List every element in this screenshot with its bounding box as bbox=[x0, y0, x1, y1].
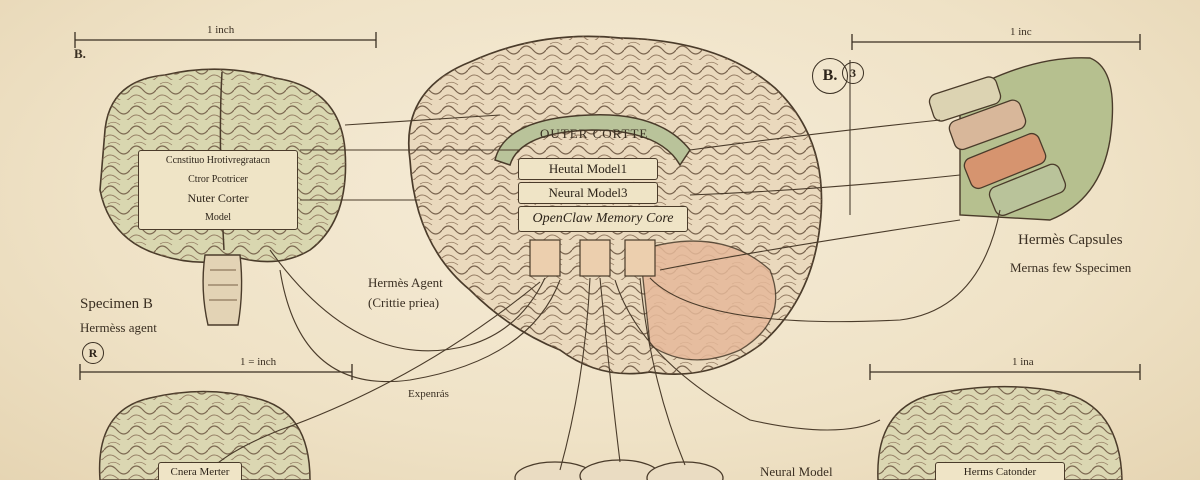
hermes-agent-label: Hermès Agent bbox=[368, 275, 443, 290]
scale-label-bottom-left: 1 = inch bbox=[240, 356, 277, 368]
left-plate-line-1: Ccnstituo Hrotivregratacn bbox=[165, 155, 271, 166]
bottom-left-plate: Cnera Merter bbox=[158, 462, 242, 480]
expansion-label: Expenrás bbox=[408, 388, 449, 400]
neural-model-3-plate: Neural Model3 bbox=[518, 182, 658, 204]
specimen-b-caption: Specimen B bbox=[80, 296, 153, 312]
bottom-neural-model-label: Neural Model bbox=[760, 464, 833, 479]
left-plate-line-4: Model bbox=[204, 212, 232, 223]
left-brain-plate: Ccnstituo Hrotivregratacn Ctror Pcotrice… bbox=[138, 150, 298, 230]
bottom-right-plate: Herms Catonder bbox=[935, 462, 1065, 480]
center-brain-illustration bbox=[408, 35, 823, 375]
bottom-left-brain-illustration bbox=[98, 390, 311, 480]
specimen-letter-top-left: B. bbox=[74, 46, 86, 61]
scale-bar-bottom-right bbox=[869, 364, 1141, 380]
hermes-capsules-label: Hermès Capsules bbox=[1018, 232, 1123, 248]
scale-label-top-left: 1 inch bbox=[207, 24, 235, 36]
outer-cortex-arch-label: OUTER CORTTE bbox=[540, 126, 649, 141]
bottom-center-capsules bbox=[514, 459, 724, 480]
specimen-badge-number: 3 bbox=[842, 62, 864, 84]
hermes-agent-sublabel: (Crittie priea) bbox=[368, 295, 440, 310]
hermes-agent-caption: Hermèss agent bbox=[80, 320, 157, 335]
neural-model-1-plate: Heutal Model1 bbox=[518, 158, 658, 180]
scale-bar-top-right bbox=[851, 34, 1141, 50]
specimen-label-right: Mernas few Sspecimen bbox=[1010, 260, 1132, 275]
specimen-badge-bottom-left: R bbox=[82, 342, 104, 364]
left-plate-line-3: Nuter Corter bbox=[187, 191, 249, 205]
right-capsule-illustration bbox=[849, 57, 1114, 221]
scale-bar-top-left bbox=[74, 32, 377, 48]
bottom-right-brain-illustration bbox=[877, 385, 1123, 480]
scale-label-bottom-right: 1 ina bbox=[1012, 356, 1034, 368]
badge-text: B. bbox=[822, 67, 838, 84]
scale-bar-bottom-left bbox=[79, 364, 353, 380]
left-plate-line-2: Ctror Pcotricer bbox=[188, 174, 248, 185]
connecting-wires bbox=[209, 114, 1001, 471]
scale-label-top-right: 1 inc bbox=[1010, 26, 1032, 38]
openclaw-memory-core-plate: OpenClaw Memory Core bbox=[518, 206, 688, 232]
